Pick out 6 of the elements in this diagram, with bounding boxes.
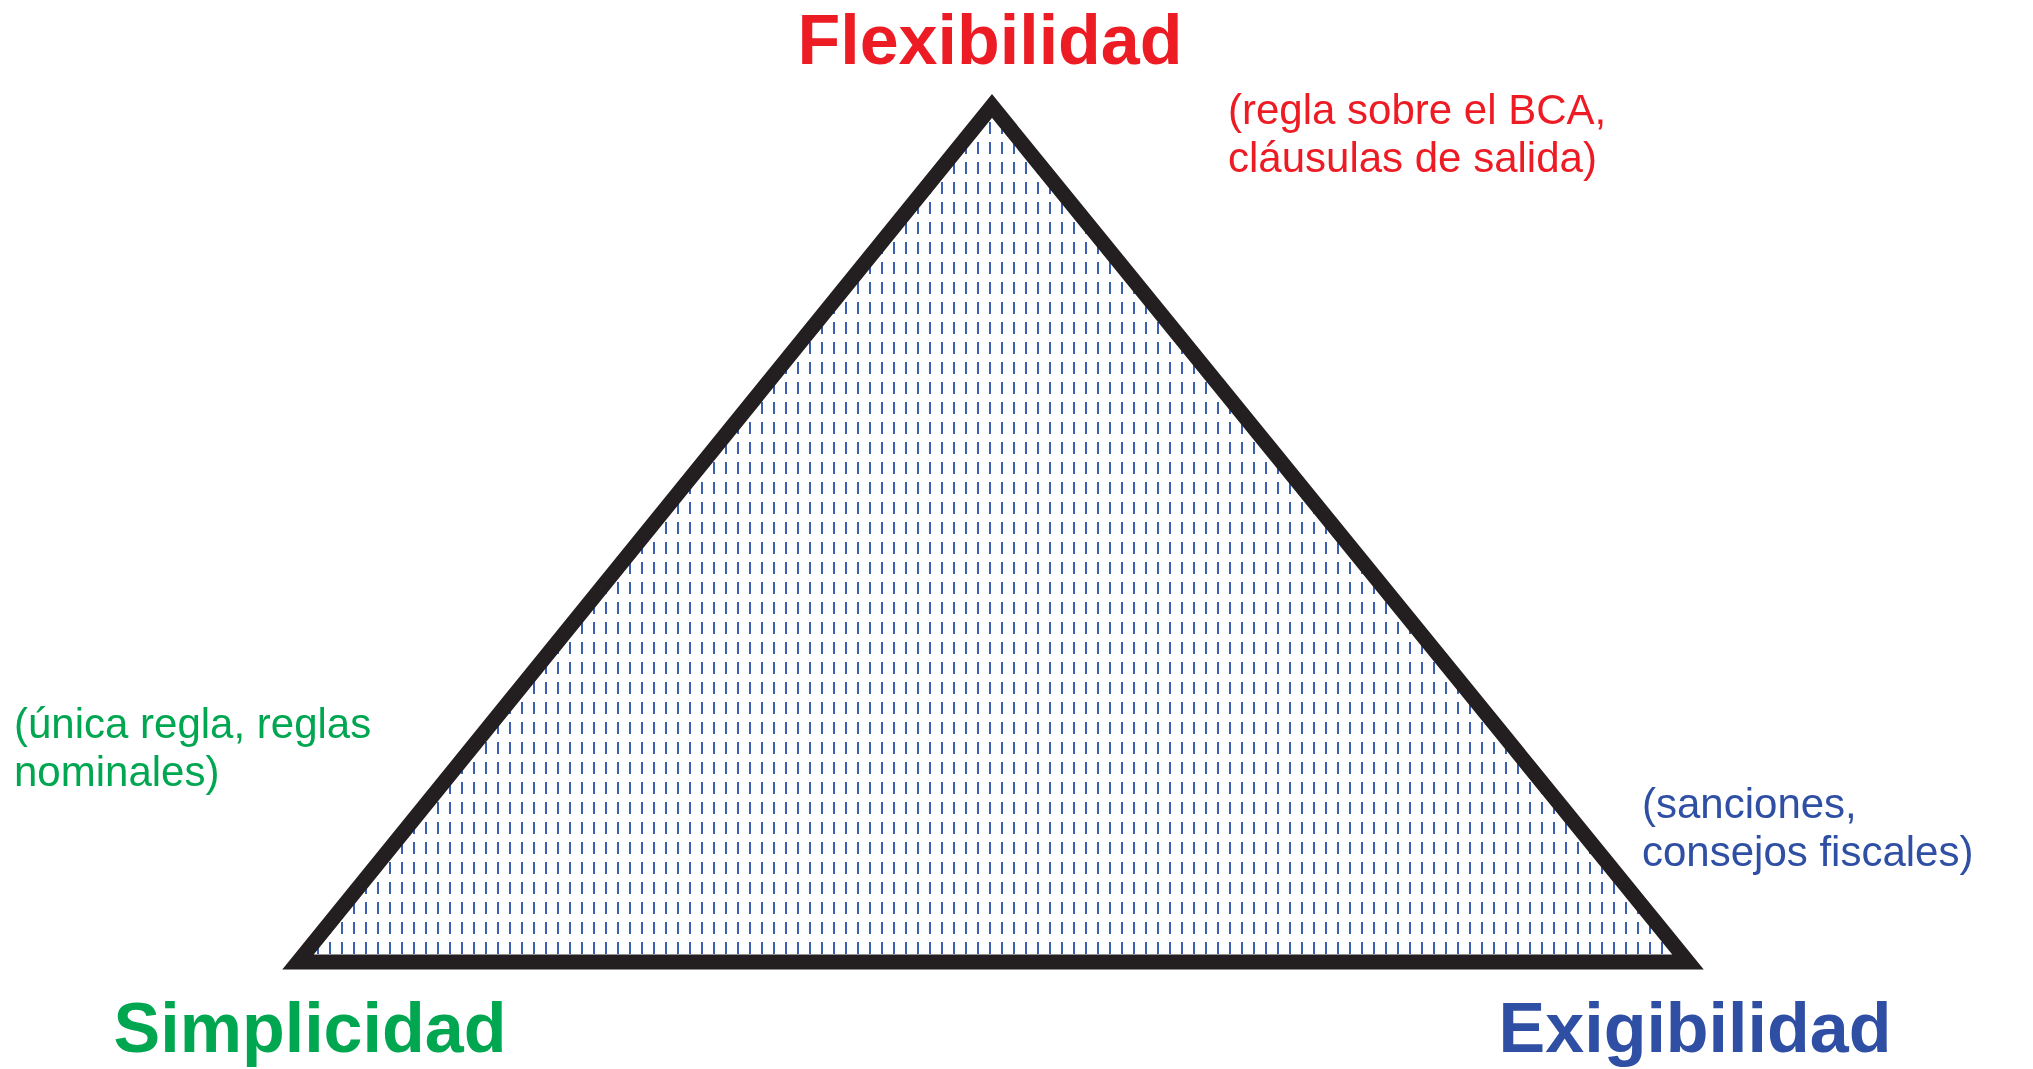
corner-label: Flexibilidad bbox=[797, 2, 1183, 79]
corner-label: Simplicidad bbox=[113, 990, 507, 1067]
note: (regla sobre el BCA, cláusulas de salida) bbox=[1228, 86, 1608, 182]
note: (sanciones, consejos fiscales) bbox=[1642, 780, 1975, 876]
note: (única regla, reglas nominales) bbox=[14, 700, 373, 796]
corner-label: Exigibilidad bbox=[1498, 990, 1892, 1067]
